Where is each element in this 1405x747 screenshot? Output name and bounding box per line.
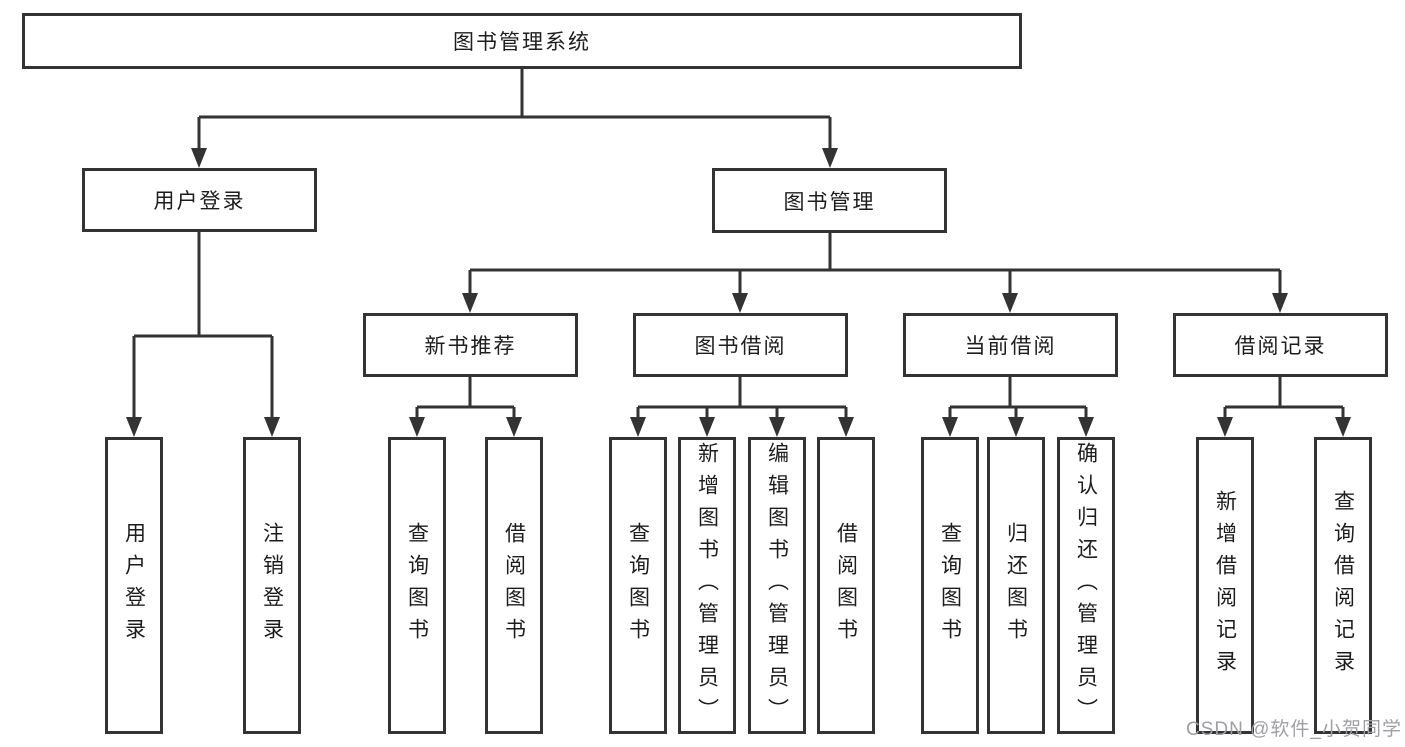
node-library-management-system: 图书管理系统 — [22, 13, 1022, 69]
node-book-management: 图书管理 — [712, 168, 947, 233]
node-borrowing-records: 借阅记录 — [1173, 313, 1388, 377]
leaf-query-books-recommend: 查询图书 — [388, 437, 446, 734]
leaf-query-books-current: 查询图书 — [921, 437, 979, 734]
leaf-add-books-admin: 新增图书（管理员） — [678, 437, 736, 734]
leaf-borrow-books-recommend: 借阅图书 — [485, 437, 543, 734]
leaf-user-login: 用户登录 — [105, 437, 163, 734]
leaf-edit-books-admin: 编辑图书（管理员） — [748, 437, 806, 734]
leaf-return-books: 归还图书 — [987, 437, 1045, 734]
leaf-query-books-borrow: 查询图书 — [609, 437, 667, 734]
leaf-confirm-return-admin: 确认归还（管理员） — [1057, 437, 1115, 734]
leaf-add-borrow-record: 新增借阅记录 — [1196, 437, 1254, 734]
node-current-borrowing: 当前借阅 — [903, 313, 1118, 377]
node-user-login: 用户登录 — [82, 168, 317, 232]
csdn-watermark: CSDN @软件_小贺同学 — [1186, 719, 1402, 740]
leaf-borrow-books: 借阅图书 — [817, 437, 875, 734]
leaf-logout: 注销登录 — [243, 437, 301, 734]
node-new-book-recommendation: 新书推荐 — [363, 313, 578, 377]
node-book-borrowing: 图书借阅 — [633, 313, 848, 377]
leaf-query-borrow-record: 查询借阅记录 — [1314, 437, 1372, 734]
